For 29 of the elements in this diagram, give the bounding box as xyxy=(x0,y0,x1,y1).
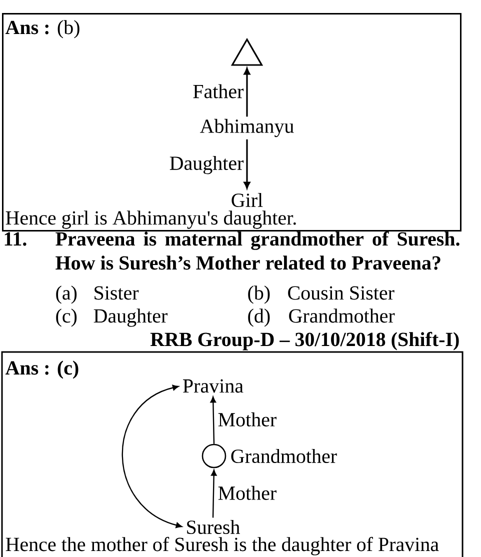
answer-label: Ans : (b) xyxy=(5,20,80,38)
exam-source: RRB Group-D – 30/10/2018 (Shift-I) xyxy=(150,332,459,350)
edge-label: Mother xyxy=(218,486,276,500)
name-label: Girl xyxy=(232,192,263,208)
option-text: Grandmother xyxy=(289,308,395,323)
relation-label: Grandmother xyxy=(231,448,337,464)
explanation-text: Hence the mother of Suresh is the daughter of Pravina xyxy=(6,536,439,556)
option-text: Cousin Sister xyxy=(288,286,394,300)
arrow xyxy=(210,396,216,444)
question-number: 11. xyxy=(4,232,26,246)
name-label: Suresh xyxy=(187,520,240,534)
option-letter: (c) xyxy=(56,308,77,327)
edge-label: Mother xyxy=(218,412,276,426)
option-text: Daughter xyxy=(94,308,168,327)
arrow xyxy=(244,68,250,117)
arrow xyxy=(244,139,250,189)
double-headed-arrow xyxy=(122,384,182,528)
option-letter: (d) xyxy=(248,308,270,327)
name-label: Pravina xyxy=(183,379,244,393)
option-letter: (a) xyxy=(56,286,77,304)
option-text: Sister xyxy=(94,286,139,300)
arrow xyxy=(211,470,217,518)
question-text: Praveena is maternal grandmother of Suresh. How is Suresh’s Mother related to Praveena? xyxy=(56,231,460,270)
edge-label: Father xyxy=(193,84,244,98)
answer-label: Ans : (c) xyxy=(5,360,78,379)
edge-label: Daughter xyxy=(170,156,244,174)
name-label: Abhimanyu xyxy=(200,118,294,138)
explanation-text: Hence girl is Abhimanyu's daughter. xyxy=(6,210,296,229)
option-letter: (b) xyxy=(248,286,270,304)
